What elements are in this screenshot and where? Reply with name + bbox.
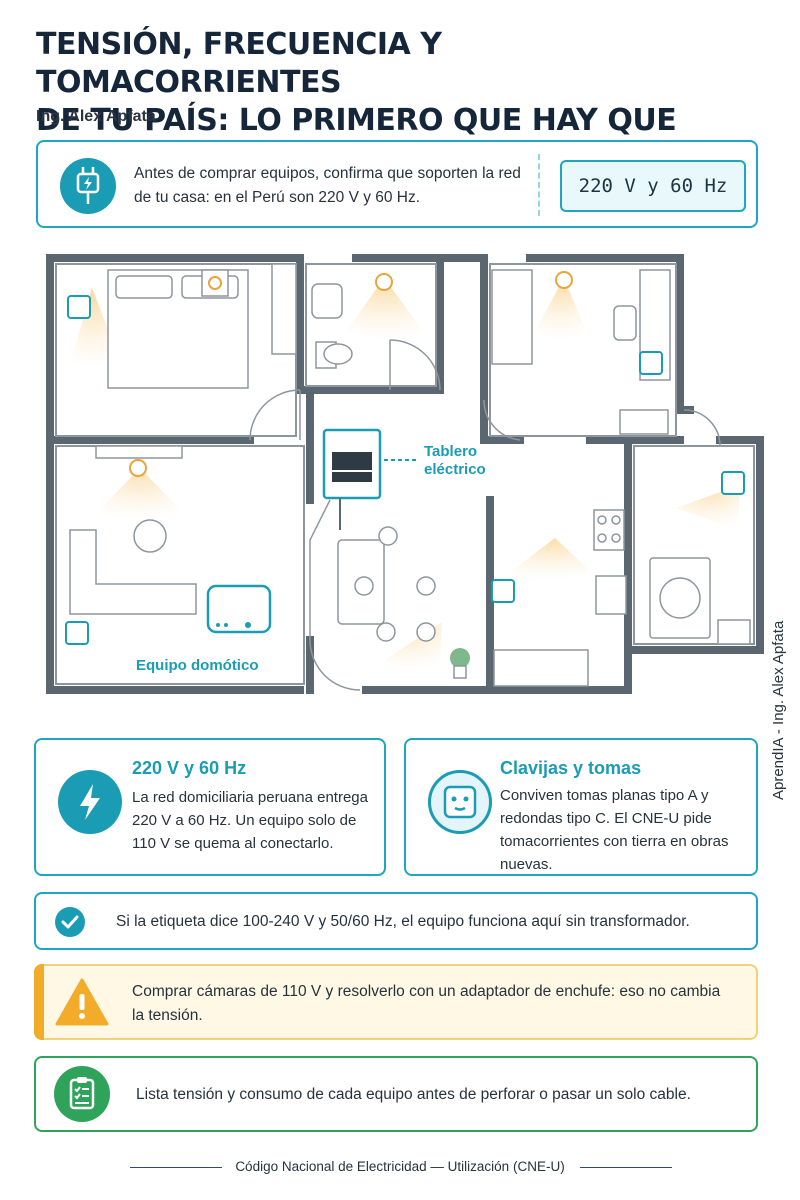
tip-warning: Comprar cámaras de 110 V y resolverlo co… xyxy=(34,964,758,1040)
footer-rule-right xyxy=(580,1167,672,1168)
tip-list-text: Lista tensión y consumo de cada equipo a… xyxy=(136,1086,691,1103)
footer-source: Código Nacional de Electricidad — Utiliz… xyxy=(235,1159,565,1174)
floor-plan: Tablero eléctrico Equipo domótico xyxy=(46,254,764,694)
outlet-icon xyxy=(428,770,492,834)
plug-bolt-icon xyxy=(60,158,116,214)
warning-icon xyxy=(55,978,109,1026)
outlet-markers xyxy=(65,295,745,645)
tip-warning-text: Comprar cámaras de 110 V y resolverlo co… xyxy=(132,983,721,1024)
voltage-frequency-value: 220 V y 60 Hz xyxy=(560,160,746,212)
lightning-icon xyxy=(58,770,122,834)
light-fixtures xyxy=(129,271,573,477)
title-line-1: TENSIÓN, FRECUENCIA Y TOMACORRIENTES xyxy=(36,27,442,100)
voltage-card-heading: 220 V y 60 Hz xyxy=(132,758,247,778)
tip-check: Si la etiqueta dice 100-240 V y 50/60 Hz… xyxy=(34,892,758,950)
smart-hub-device xyxy=(206,584,272,634)
check-icon xyxy=(55,907,85,937)
panel-label-line-2: eléctrico xyxy=(424,461,486,478)
plugs-card-heading: Clavijas y tomas xyxy=(500,758,642,778)
footer-rule-left xyxy=(130,1167,222,1168)
intro-card: Antes de comprar equipos, confirma que s… xyxy=(36,140,758,228)
panel-label-line-1: Tablero xyxy=(424,443,477,460)
voltage-card-text: La red domiciliaria peruana entrega 220 … xyxy=(132,789,368,852)
door-swings xyxy=(249,339,721,691)
plugs-card-text: Conviven tomas planas tipo A y redondas … xyxy=(500,787,729,873)
tip-list: Lista tensión y consumo de cada equipo a… xyxy=(34,1056,758,1132)
electrical-panel xyxy=(332,452,416,530)
footer: Código Nacional de Electricidad — Utiliz… xyxy=(0,1158,800,1178)
clipboard-checklist-icon xyxy=(54,1066,110,1122)
walls xyxy=(46,254,764,694)
divider xyxy=(538,154,540,216)
plugs-card: Clavijas y tomas Conviven tomas planas t… xyxy=(404,738,758,876)
author-name: Ing. Alex Apfata xyxy=(36,108,156,125)
hub-label: Equipo domótico xyxy=(136,657,258,674)
plant xyxy=(450,648,470,679)
tip-check-text: Si la etiqueta dice 100-240 V y 50/60 Hz… xyxy=(116,913,690,930)
voltage-card: 220 V y 60 Hz La red domiciliaria peruan… xyxy=(34,738,386,876)
intro-text: Antes de comprar equipos, confirma que s… xyxy=(134,165,521,206)
watermark-text: AprendIA - Ing. Alex Apfata xyxy=(770,620,787,800)
furniture xyxy=(69,263,751,687)
